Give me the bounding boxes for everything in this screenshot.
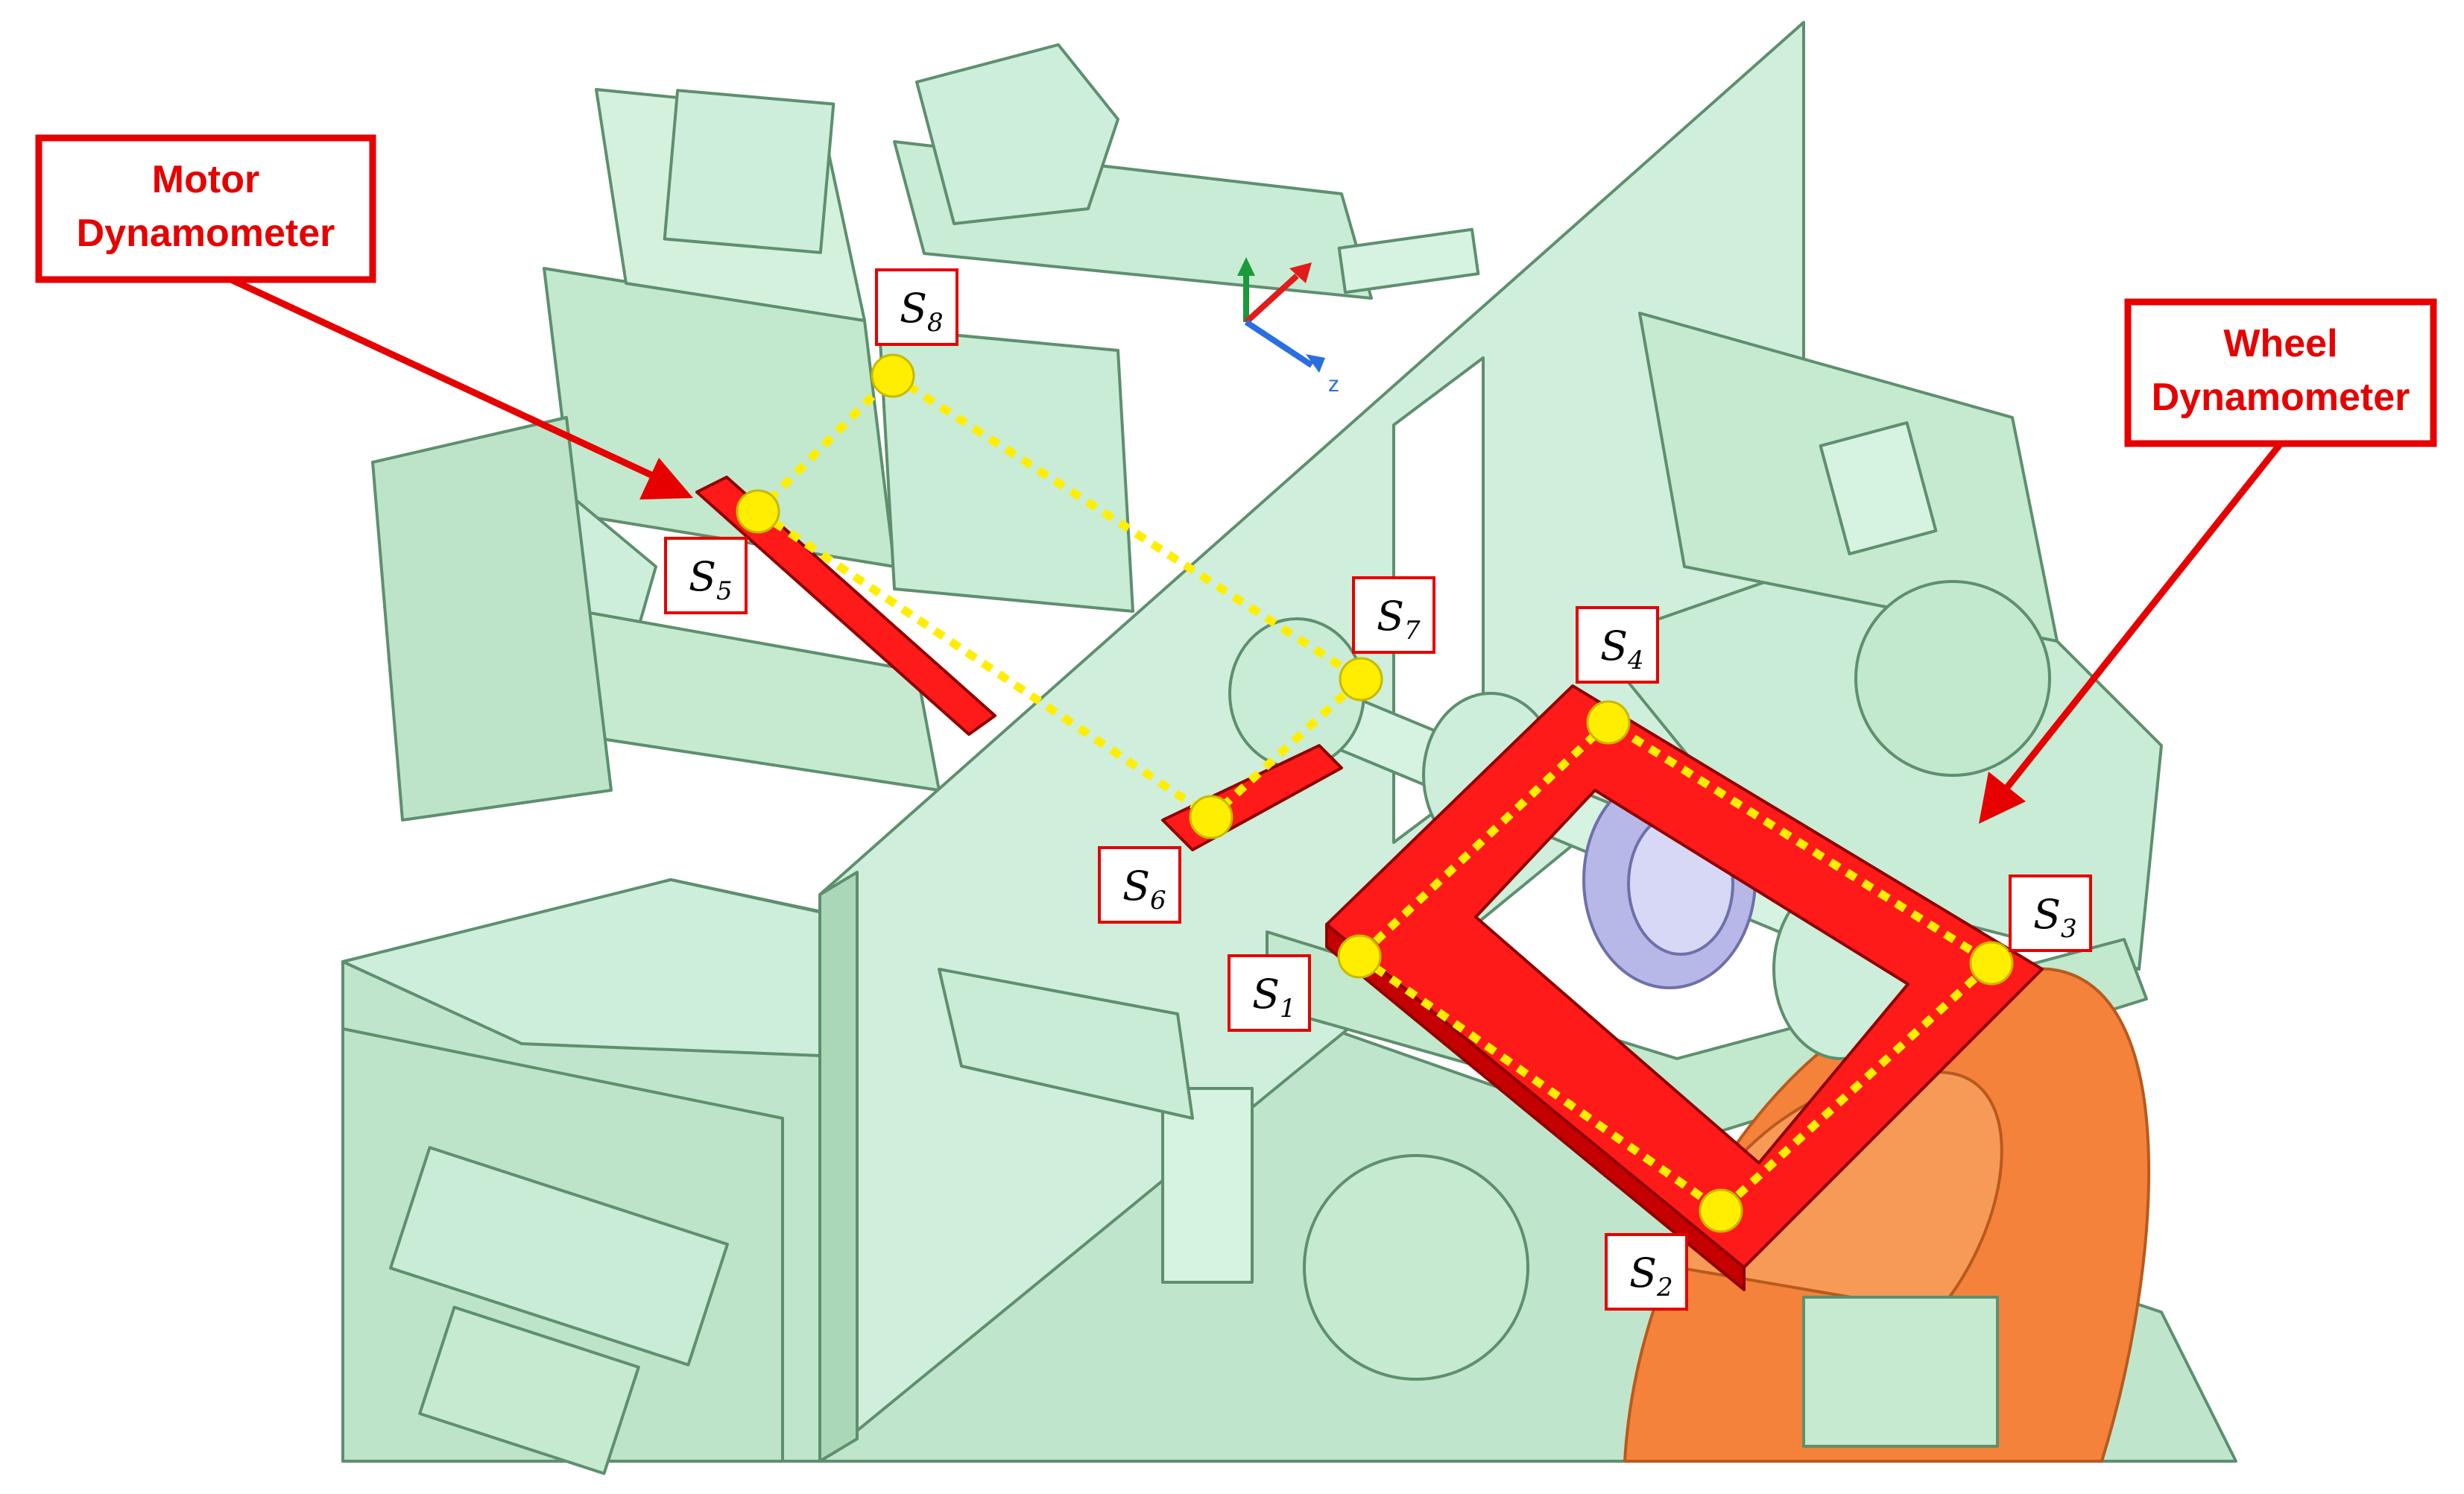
s3-letter: S — [2033, 891, 2061, 938]
s5-sub: 5 — [716, 576, 733, 606]
wheel-callout: Wheel Dynamometer — [1979, 298, 2437, 824]
upper-actuator-rod — [1337, 227, 1480, 294]
sensor-label-s8: S8 — [875, 268, 958, 346]
wheel-callout-line2: Dynamometer — [2152, 376, 2410, 419]
right-flange — [1854, 580, 2051, 777]
svg-text:S3: S3 — [2033, 891, 2077, 944]
sensor-dots — [736, 353, 2014, 1233]
motor-callout-line2: Dynamometer — [77, 212, 335, 255]
motor-callout-arrowhead — [639, 458, 693, 499]
triad-z-axis — [1244, 319, 1314, 368]
sensor-label-s3: S3 — [2009, 874, 2092, 952]
triad-x-axis — [1244, 274, 1299, 324]
square-tube — [1819, 421, 1938, 555]
lower-actuator — [389, 1146, 729, 1367]
svg-text:S7: S7 — [1377, 593, 1421, 646]
triad-z-arrow — [1306, 354, 1325, 373]
sensor-dot-s1 — [1337, 934, 1382, 979]
wheel-callout-box — [2124, 298, 2437, 447]
sensor-label-s1: S1 — [1228, 954, 1311, 1032]
s1-letter: S — [1252, 971, 1280, 1018]
coordinate-triad: z — [1237, 257, 1339, 397]
s5-letter: S — [689, 553, 716, 600]
motor-junction-box — [663, 89, 835, 254]
wheel-callout-arrowhead — [1979, 772, 2026, 824]
s2-sub: 2 — [1656, 1273, 1673, 1302]
motor-callout-arrow-line — [230, 276, 657, 481]
sensor-labels: S1 S2 S3 S4 S5 — [664, 268, 2092, 1311]
sensor-label-s7: S7 — [1352, 576, 1435, 654]
svg-text:S5: S5 — [689, 553, 733, 606]
s4-sub: 4 — [1627, 646, 1644, 675]
sensor-connections — [755, 370, 1999, 1217]
s8-sub: 8 — [927, 308, 944, 338]
motor-callout-box — [35, 134, 376, 283]
shaft-coupler — [1228, 617, 1365, 769]
svg-text:S8: S8 — [900, 285, 944, 338]
sensor-label-s6: S6 — [1098, 846, 1181, 924]
s4-letter: S — [1600, 622, 1628, 669]
svg-text:S6: S6 — [1122, 863, 1166, 915]
wheel-callout-arrow-line — [2002, 441, 2284, 792]
s6-sub: 6 — [1150, 886, 1166, 915]
bearing-block — [1802, 1296, 1999, 1448]
sensor-dot-s7 — [1339, 657, 1383, 702]
lower-bracket — [938, 968, 1194, 1120]
central-plate-edge — [818, 871, 859, 1463]
sensor-dot-s3 — [1969, 941, 2014, 986]
s8-letter: S — [900, 285, 927, 332]
s2-letter: S — [1629, 1249, 1657, 1296]
sensor-label-s2: S2 — [1605, 1233, 1688, 1311]
sensor-dot-s8 — [871, 353, 915, 398]
upper-actuator-head — [915, 43, 1119, 225]
sensor-plates — [695, 476, 2044, 1291]
left-bracket — [371, 416, 613, 822]
sensor-dot-s4 — [1586, 700, 1631, 745]
sensor-label-s4: S4 — [1576, 606, 1659, 684]
wheel-callout-line1: Wheel — [2223, 322, 2337, 365]
lower-flange — [1303, 1154, 1529, 1381]
s6-letter: S — [1122, 863, 1150, 910]
s3-sub: 3 — [2061, 914, 2077, 944]
lower-motor — [418, 1305, 640, 1475]
motor-coupler — [878, 327, 1134, 613]
sensor-label-s5: S5 — [664, 537, 748, 614]
svg-text:S4: S4 — [1600, 622, 1644, 675]
motor-plate — [695, 476, 996, 736]
lower-square-tube — [1161, 1087, 1254, 1284]
motor-callout-line1: Motor — [152, 158, 259, 201]
svg-text:S2: S2 — [1629, 1249, 1673, 1302]
svg-text:S1: S1 — [1252, 971, 1296, 1024]
motor-callout: Motor Dynamometer — [35, 134, 693, 499]
wheel-plate-side — [1325, 923, 1746, 1291]
triad-y-arrow — [1237, 257, 1255, 276]
triad-z-label: z — [1328, 372, 1339, 397]
sensor-dot-s5 — [736, 489, 780, 534]
sensor-dot-s6 — [1189, 795, 1233, 839]
wheel-quad — [1356, 717, 1999, 1217]
s1-sub: 1 — [1280, 994, 1296, 1024]
s7-sub: 7 — [1404, 616, 1421, 646]
sensor-dot-s2 — [1699, 1188, 1743, 1233]
triad-x-arrow — [1289, 262, 1312, 283]
s7-letter: S — [1377, 593, 1404, 640]
